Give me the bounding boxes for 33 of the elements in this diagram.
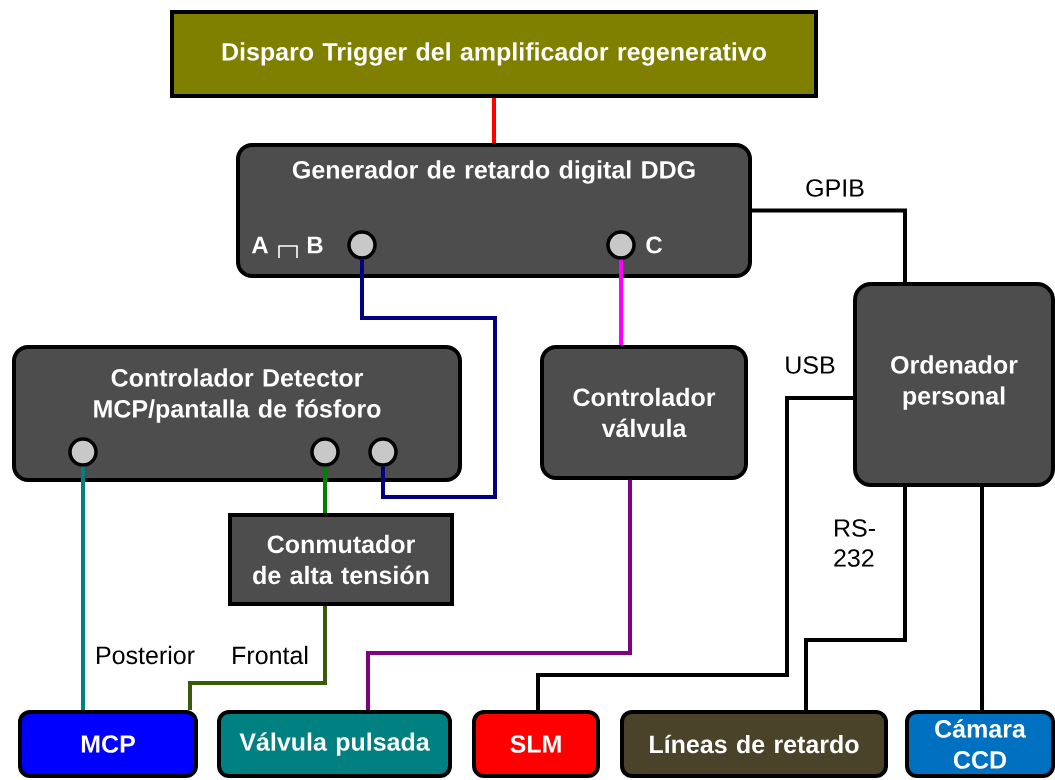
trigger-box: Disparo Trigger del amplificador regenerativo bbox=[170, 10, 818, 98]
port-circle bbox=[606, 230, 636, 260]
edge-label: Posterior bbox=[93, 643, 197, 667]
device-box: Cámara CCD bbox=[905, 710, 1055, 778]
connector-line bbox=[752, 208, 907, 282]
connector-line bbox=[360, 259, 497, 499]
device-box: Válvula pulsada bbox=[217, 710, 452, 778]
connector-line bbox=[366, 480, 632, 710]
port-circle bbox=[68, 437, 98, 467]
device-box: MCP bbox=[18, 710, 198, 778]
edge-label: Frontal bbox=[229, 643, 311, 667]
port-circle bbox=[347, 230, 377, 260]
connector-line bbox=[619, 259, 623, 345]
device-box: Controlador Detector MCP/pantalla de fósforo bbox=[12, 345, 462, 482]
edge-label: USB bbox=[782, 354, 838, 376]
connector-line bbox=[323, 466, 327, 513]
switch-box: Conmutador de alta tensión bbox=[228, 513, 454, 606]
connector-line bbox=[81, 466, 85, 710]
port-label: A bbox=[251, 236, 269, 254]
connector-line bbox=[492, 98, 496, 143]
connector-line bbox=[536, 396, 853, 710]
computer-box: Ordenador personal bbox=[853, 282, 1055, 487]
port-circle bbox=[368, 437, 398, 467]
edge-label: GPIB bbox=[803, 177, 867, 199]
device-box: SLM bbox=[472, 710, 600, 778]
device-box: Líneas de retardo bbox=[620, 710, 888, 778]
port-label: B bbox=[307, 236, 323, 254]
device-box: Controlador válvula bbox=[540, 345, 748, 480]
port-circle bbox=[310, 437, 340, 467]
connector-line bbox=[188, 606, 327, 710]
connector-line bbox=[980, 487, 984, 710]
connector-line bbox=[804, 487, 907, 710]
edge-label: RS-232 bbox=[831, 517, 893, 569]
